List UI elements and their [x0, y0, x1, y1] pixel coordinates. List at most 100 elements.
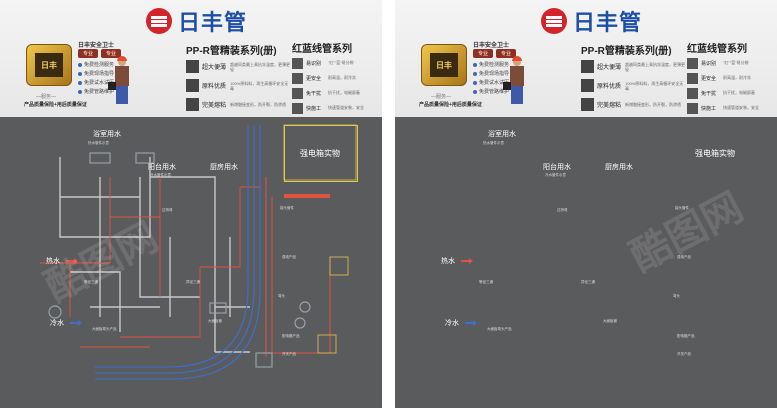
pp-item-desc: 超越同类最上乘抗冻温度，更薄更轻 [230, 61, 290, 72]
list-item: 完美熔粘 新增融接变形，防开裂，防渗透 [186, 96, 292, 113]
list-item: 免干扰 抗干扰，电磁屏蔽 [292, 86, 378, 100]
red-item-label: 快施工 [306, 105, 322, 112]
guard-tags: 专业 专业 [473, 49, 517, 58]
pipe-thumb-icon [687, 87, 698, 99]
red-item-desc: "红""蓝"易分辨 [328, 60, 354, 65]
pp-series-title: PP-R管精装系列(册) [186, 46, 277, 57]
list-item: 易识别 "红""蓝"易分辨 [687, 56, 773, 70]
worker-figure-icon [503, 56, 527, 104]
label-bathroom: 浴室用水 [93, 131, 121, 138]
pp-series-list: 超大便薄 超越同类最上乘抗冻温度，更薄更轻 原料优质 100%原料料，再生高循环… [186, 58, 292, 115]
pp-item-desc: 超越同类最上乘抗冻温度，更薄更轻 [625, 61, 685, 72]
guard-tag: 专业 [78, 49, 99, 58]
guard-feature: 免费管路维护 [78, 87, 120, 96]
red-item-label: 免干扰 [306, 90, 322, 97]
label-electric-box: 强电箱实物 [695, 149, 735, 158]
guard-feature: 免费检测服务 [78, 60, 120, 69]
red-item-desc: 耐高温，耐冷冻 [723, 75, 751, 80]
distribution-bar-icon [284, 194, 330, 198]
guard-feature: 免费试水试压 [78, 78, 120, 87]
electric-wires [265, 177, 331, 357]
diagram-note: 开关产品 [282, 352, 296, 356]
guard-tag: 专业 [101, 49, 122, 58]
guard-feature: 免费现场指导 [78, 69, 120, 78]
list-item: 更安全 耐高温，耐冷冻 [292, 71, 378, 85]
pp-item-label: 原料优质 [597, 84, 622, 90]
label-kitchen: 厨房用水 [605, 164, 633, 171]
pp-item-desc: 100%原料料，再生高循环安全无毒 [625, 80, 684, 91]
red-item-desc: 抗干扰，电磁屏蔽 [723, 90, 755, 95]
guard-caption: —服务— [36, 94, 57, 100]
red-item-desc: 快速管道安装，安全 [328, 105, 364, 110]
electric-box-frame [284, 125, 358, 182]
header: 日丰管 日丰 日丰安全卫士 专业 专业 免费检测服务 免费现场指导 免费试水试压… [0, 0, 382, 117]
diagram-note: 大面板管 [603, 319, 617, 323]
pp-item-desc: 新增融接变形，防开裂，防渗透 [230, 102, 286, 107]
pipe-thumb-icon [687, 102, 698, 114]
guard-tag: 专业 [473, 49, 494, 58]
diagram-note: 冷水管件示意 [150, 173, 171, 177]
brand-mark-icon [146, 8, 172, 34]
list-item: 原料优质 100%原料料，再生高循环安全无毒 [186, 77, 292, 94]
red-series-list: 易识别 "红""蓝"易分辨 更安全 耐高温，耐冷冻 免干扰 抗干扰，电磁屏蔽 快… [687, 56, 773, 116]
cold-arrow-icon [465, 320, 477, 326]
diagram-note: 配电箱产品 [677, 334, 695, 338]
guard-badge-icon: 日丰 [421, 44, 467, 86]
diagram-note: 热水管件示意 [88, 141, 109, 145]
list-item: 原料优质 100%原料料，再生高循环安全无毒 [581, 77, 687, 94]
pipe-thumb-icon [186, 98, 199, 111]
header: 日丰管 日丰 日丰安全卫士 专业 专业 免费检测服务 免费现场指导 免费试水试压… [395, 0, 777, 117]
guard-feature: 免费现场指导 [473, 69, 515, 78]
label-balcony: 阳台用水 [543, 164, 571, 171]
pipe-thumb-icon [292, 87, 303, 99]
red-item-desc: 抗干扰，电磁屏蔽 [328, 90, 360, 95]
diagram-note: 热水管件示意 [483, 141, 504, 145]
diagram-note: 大面板弯头产品 [487, 327, 512, 331]
list-item: 易识别 "红""蓝"易分辨 [292, 56, 378, 70]
red-item-label: 易识别 [701, 60, 717, 67]
pp-item-label: 完美熔粘 [597, 103, 622, 109]
diagram-note: 异径三通 [581, 280, 595, 284]
list-item: 完美熔粘 新增融接变形，防开裂，防渗透 [581, 96, 687, 113]
list-item: 快施工 快速管道安装，安全 [292, 101, 378, 115]
brand-name: 日丰管 [178, 10, 248, 35]
red-item-label: 易识别 [306, 60, 322, 67]
diagram-note: 接头管件 [675, 206, 689, 210]
guard-badge-text: 日丰 [430, 53, 458, 77]
red-item-desc: "红""蓝"易分辨 [723, 60, 749, 65]
red-item-desc: 快速管道安装，安全 [723, 105, 759, 110]
diagram-note: 强电产品 [677, 255, 691, 259]
diagram-note: 配电箱产品 [282, 334, 300, 338]
pipe-thumb-icon [687, 57, 698, 69]
guard-badge-icon: 日丰 [26, 44, 72, 86]
pipe-thumb-icon [687, 72, 698, 84]
guard-subtitle: 产品质量保险+用后质量保证 [24, 102, 87, 108]
guard-title: 日丰安全卫士 [473, 43, 510, 49]
pipe-thumb-icon [581, 60, 594, 73]
brand-name: 日丰管 [573, 10, 643, 35]
panel-labels-only: 日丰管 日丰 日丰安全卫士 专业 专业 免费检测服务 免费现场指导 免费试水试压… [395, 0, 777, 408]
pp-item-desc: 新增融接变形，防开裂，防渗透 [625, 102, 681, 107]
pp-item-label: 超大便薄 [202, 65, 227, 71]
pipe-fittings [48, 152, 311, 368]
red-series-list: 易识别 "红""蓝"易分辨 更安全 耐高温，耐冷冻 免干扰 抗干扰，电磁屏蔽 快… [292, 56, 378, 116]
diagram-note: 大面板弯头产品 [92, 327, 117, 331]
hot-water-pipes [40, 177, 260, 348]
pp-series-title: PP-R管精装系列(册) [581, 46, 672, 57]
diagram-note: 等径三通 [479, 280, 493, 284]
worker-figure-icon [108, 56, 132, 104]
red-series-title: 红蓝线管系列 [687, 44, 747, 55]
pp-item-label: 完美熔粘 [202, 103, 227, 109]
guard-badge-text: 日丰 [35, 53, 63, 77]
brand-mark-icon [541, 8, 567, 34]
guard-title: 日丰安全卫士 [78, 43, 115, 49]
diagram-note: 大面板管 [208, 319, 222, 323]
label-cold-water: 冷水 [50, 320, 64, 327]
pp-item-label: 超大便薄 [597, 65, 622, 71]
diagram-note: 弯头 [673, 294, 680, 298]
pp-item-desc: 100%原料料，再生高循环安全无毒 [230, 80, 289, 91]
pipe-thumb-icon [581, 79, 594, 92]
pipe-layout-diagram [40, 124, 357, 380]
label-electric-box: 强电箱实物 [300, 149, 340, 158]
pipe-thumb-icon [292, 102, 303, 114]
